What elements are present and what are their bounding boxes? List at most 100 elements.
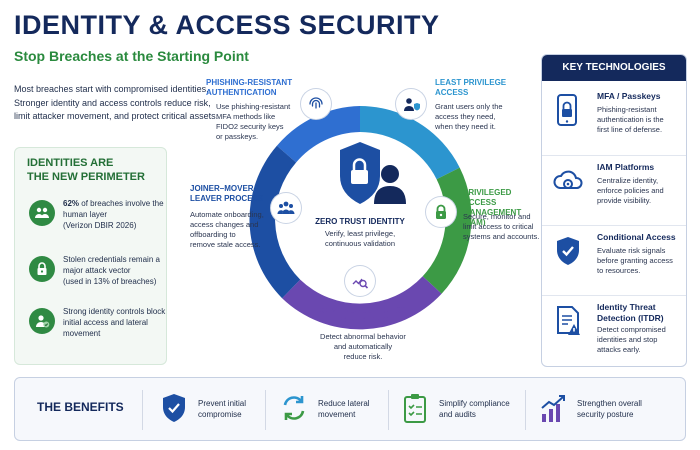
tech-text: Centralize identity, enforce policies an… (597, 176, 685, 206)
benefit-text-line1: Reduce lateral (318, 399, 370, 408)
page-title: IDENTITY & ACCESS SECURITY (14, 10, 440, 40)
tech-title: MFA / Passkeys (597, 91, 661, 101)
tech-text-line: Phishing-resistant (597, 105, 657, 114)
perimeter-title-line2: THE NEW PERIMETER (27, 171, 145, 183)
segment-text-line: Detect abnormal behavior (320, 332, 406, 341)
tech-text-line: Evaluate risk signals (597, 246, 666, 255)
page-subtitle: Stop Breaches at the Starting Point (14, 48, 249, 64)
zero-trust-diagram: ZERO TRUST IDENTITY Verify, least privil… (178, 68, 542, 378)
segment-text-line: or passkeys. (216, 132, 259, 141)
tech-title: IAM Platforms (597, 162, 655, 172)
fingerprint-icon (301, 89, 331, 119)
tech-text: Evaluate risk signals before granting ac… (597, 246, 685, 276)
center-text-line1: Verify, least privilege, (324, 229, 396, 238)
phone-lock-icon (557, 94, 577, 126)
segment-text-line: limit access to critical (463, 222, 534, 231)
tech-title: Conditional Access (597, 232, 676, 242)
benefits-bar: THE BENEFITS Prevent initial compromise … (14, 377, 686, 441)
segment-text-line: access they need, (435, 112, 496, 121)
segment-text-line: remove stale access. (190, 240, 261, 249)
segment-text-least-privilege: Grant users only the access they need, w… (435, 102, 535, 132)
tech-text-line: to resources. (597, 266, 641, 275)
user-check-icon (29, 308, 55, 334)
benefit-text-line2: compromise (198, 410, 242, 419)
tech-text-line: Detect compromised (597, 325, 666, 334)
stat-highlight: 62% (63, 199, 80, 208)
stat-note: (used in 13% of breaches) (63, 277, 157, 286)
tech-item-iam: IAM Platforms Centralize identity, enfor… (542, 155, 686, 221)
segment-text-line: systems and accounts. (463, 232, 540, 241)
segment-text-monitoring: Detect abnormal behavior and automatical… (308, 332, 418, 362)
segment-text-line: when they need it. (435, 122, 496, 131)
stat-text: Stolen credentials remain a major attack… (63, 254, 168, 287)
benefit-text: Simplify compliance and audits (439, 398, 539, 420)
segment-text-line: FIDO2 security keys (216, 122, 284, 131)
perimeter-panel: IDENTITIES ARE THE NEW PERIMETER 62% of … (14, 147, 167, 365)
segment-text-authentication: Use phishing-resistant MFA methods like … (216, 102, 306, 142)
segment-text-line: Use phishing-resistant (216, 102, 291, 111)
ring-segment-pam (422, 167, 472, 294)
ring-segment-least-privilege (360, 106, 460, 180)
divider (142, 390, 143, 430)
benefit-text-line1: Simplify compliance (439, 399, 510, 408)
tech-title: Identity Threat Detection (ITDR) (597, 302, 685, 324)
user-head-icon (381, 165, 399, 183)
tech-title-line1: Identity Threat (597, 302, 656, 312)
stat-item: Strong identity controls block initial a… (29, 307, 166, 350)
segment-text-line: access changes and (190, 220, 259, 229)
segment-title-monitoring: CONTINUOUS ACCESS MONITORING (308, 306, 418, 326)
stat-note: (Verizon DBIR 2026) (63, 221, 137, 230)
tech-item-conditional-access: Conditional Access Evaluate risk signals… (542, 225, 686, 291)
chart-magnifier-icon (345, 266, 375, 296)
key-technologies-panel: KEY TECHNOLOGIES MFA / Passkeys Phishing… (541, 54, 687, 367)
benefit-text-line2: security posture (577, 410, 634, 419)
tech-text-line: authentication is the (597, 115, 664, 124)
tech-text-line: Centralize identity, (597, 176, 659, 185)
tech-text: Phishing-resistant authentication is the… (597, 105, 685, 135)
segment-text-line: and automatically (333, 342, 393, 351)
segment-title-line2: ACCESS (435, 88, 469, 97)
users-icon (29, 200, 55, 226)
stat-item: Stolen credentials remain a major attack… (29, 255, 164, 298)
segment-title-line2: MANAGEMENT (PAM) (463, 208, 522, 227)
segment-title-least-privilege: LEAST PRIVILEGE ACCESS (435, 78, 535, 98)
zero-trust-ring (249, 106, 472, 330)
growth-chart-icon (541, 395, 565, 422)
center-text: Verify, least privilege, continuous vali… (300, 229, 420, 249)
segment-text-line: reduce risk. (343, 352, 383, 361)
segment-title-line1: PRIVILEGED ACCESS (463, 188, 512, 207)
tech-text-line: identities and stop (597, 335, 658, 344)
tech-text-line: first line of defense. (597, 125, 663, 134)
tech-item-mfa: MFA / Passkeys Phishing-resistant authen… (542, 85, 686, 151)
perimeter-title-line1: IDENTITIES ARE (27, 157, 114, 169)
segment-title-jml: JOINER–MOVER– LEAVER PROCESS (190, 184, 280, 204)
benefit-text: Reduce lateral movement (318, 398, 418, 420)
benefit-text-line1: Prevent initial (198, 399, 247, 408)
segment-title-line2: AUTHENTICATION (206, 88, 277, 97)
segment-title-line1: PHISHING-RESISTANT (206, 78, 293, 87)
segment-text-line: offboarding to (190, 230, 236, 239)
segment-text-line: Secure, monitor and (463, 212, 531, 221)
divider (525, 390, 526, 430)
padlock-body (351, 170, 368, 184)
segment-text-pam: Secure, monitor and limit access to crit… (463, 212, 543, 242)
benefits-title: THE BENEFITS (37, 400, 124, 414)
user-shield-icon (396, 89, 426, 119)
segment-title-pam: PRIVILEGED ACCESS MANAGEMENT (PAM) (463, 188, 543, 228)
stat-description: Strong identity controls block initial a… (63, 307, 166, 338)
segment-text-line: Automate onboarding, (190, 210, 264, 219)
padlock-shackle (352, 158, 367, 170)
stat-text: 62% of breaches involve the human layer … (63, 198, 168, 231)
document-alert-icon (557, 306, 580, 335)
ring-segment-monitoring (282, 276, 442, 330)
divider (265, 390, 266, 430)
benefit-text: Strengthen overall security posture (577, 398, 677, 420)
benefit-text: Prevent initial compromise (198, 398, 298, 420)
lock-icon (426, 197, 456, 227)
tech-text-line: enforce policies and (597, 186, 664, 195)
tech-item-itdr: Identity Threat Detection (ITDR) Detect … (542, 295, 686, 361)
ring-segment-jml (249, 145, 301, 299)
stat-item: 62% of breaches involve the human layer … (29, 199, 164, 242)
stat-description: of breaches involve the human layer (63, 199, 164, 219)
group-icon (271, 193, 301, 223)
